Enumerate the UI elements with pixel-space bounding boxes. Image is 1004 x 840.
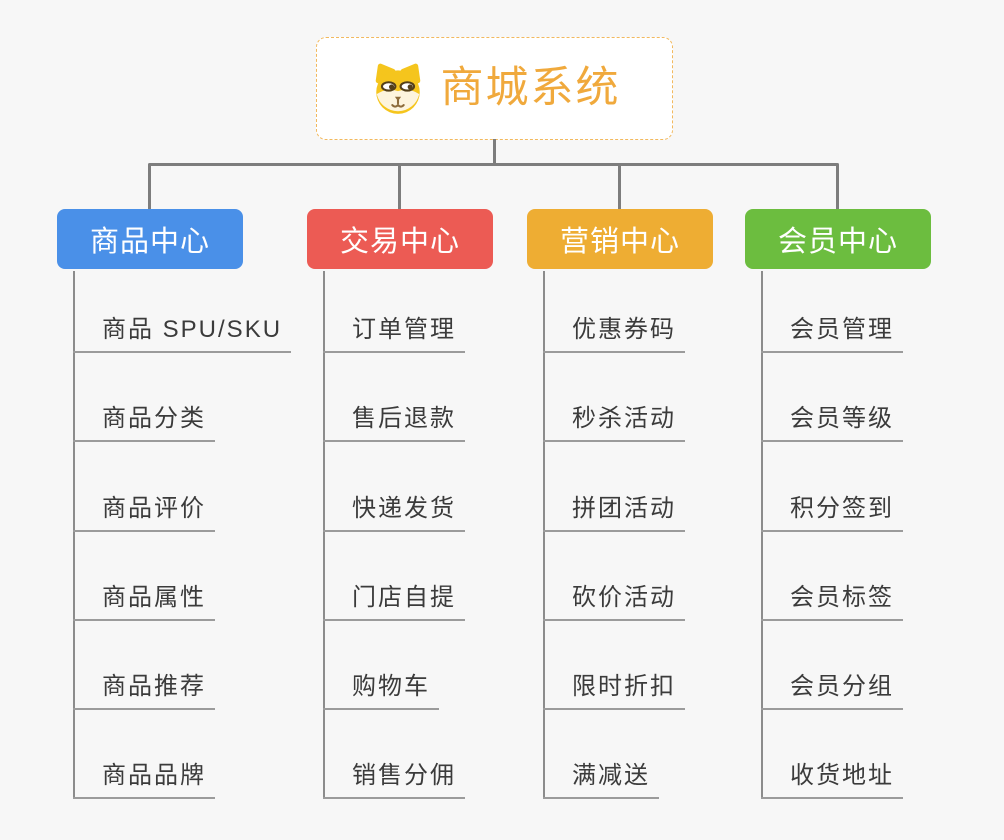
leaf-node[interactable]: 砍价活动 [543,583,685,621]
connector-drop-marketing [618,165,621,209]
leaf-node[interactable]: 购物车 [323,672,439,710]
leaf-node[interactable]: 商品分类 [73,404,215,442]
leaf-node[interactable]: 售后退款 [323,404,465,442]
connector-drop-member [836,165,839,209]
connector-trade-spine [323,271,325,799]
root-title: 商城系统 [440,64,621,112]
leaf-node[interactable]: 快递发货 [323,494,465,532]
leaf-node[interactable]: 商品推荐 [73,672,215,710]
leaf-node[interactable]: 满减送 [543,761,659,799]
branch-node-trade-center[interactable]: 交易中心 [307,209,493,269]
leaf-node[interactable]: 秒杀活动 [543,404,685,442]
leaf-node[interactable]: 商品评价 [73,494,215,532]
leaf-node[interactable]: 订单管理 [323,315,465,353]
connector-drop-trade [398,165,401,209]
leaf-node[interactable]: 门店自提 [323,583,465,621]
leaf-node[interactable]: 会员管理 [761,315,903,353]
leaf-node[interactable]: 商品品牌 [73,761,215,799]
leaf-node[interactable]: 优惠券码 [543,315,685,353]
leaf-node[interactable]: 拼团活动 [543,494,685,532]
connector-horizontal-bus [148,163,839,166]
leaf-node[interactable]: 收货地址 [761,761,903,799]
leaf-node[interactable]: 商品 SPU/SKU [73,315,292,353]
leaf-node[interactable]: 积分签到 [761,494,903,532]
root-node[interactable]: 商城系统 [316,37,673,140]
leaf-node[interactable]: 商品属性 [73,583,215,621]
leaf-node[interactable]: 限时折扣 [543,672,685,710]
connector-product-spine [73,271,75,799]
leaf-node[interactable]: 会员等级 [761,404,903,442]
branch-node-product-center[interactable]: 商品中心 [57,209,243,269]
connector-member-spine [761,271,763,799]
connector-marketing-spine [543,271,545,799]
connector-root-stem [493,139,496,164]
dog-face-icon [369,62,427,116]
leaf-node[interactable]: 销售分佣 [323,761,465,799]
branch-node-marketing-center[interactable]: 营销中心 [527,209,713,269]
connector-drop-product [148,165,151,209]
leaf-node[interactable]: 会员标签 [761,583,903,621]
branch-node-member-center[interactable]: 会员中心 [745,209,931,269]
leaf-node[interactable]: 会员分组 [761,672,903,710]
